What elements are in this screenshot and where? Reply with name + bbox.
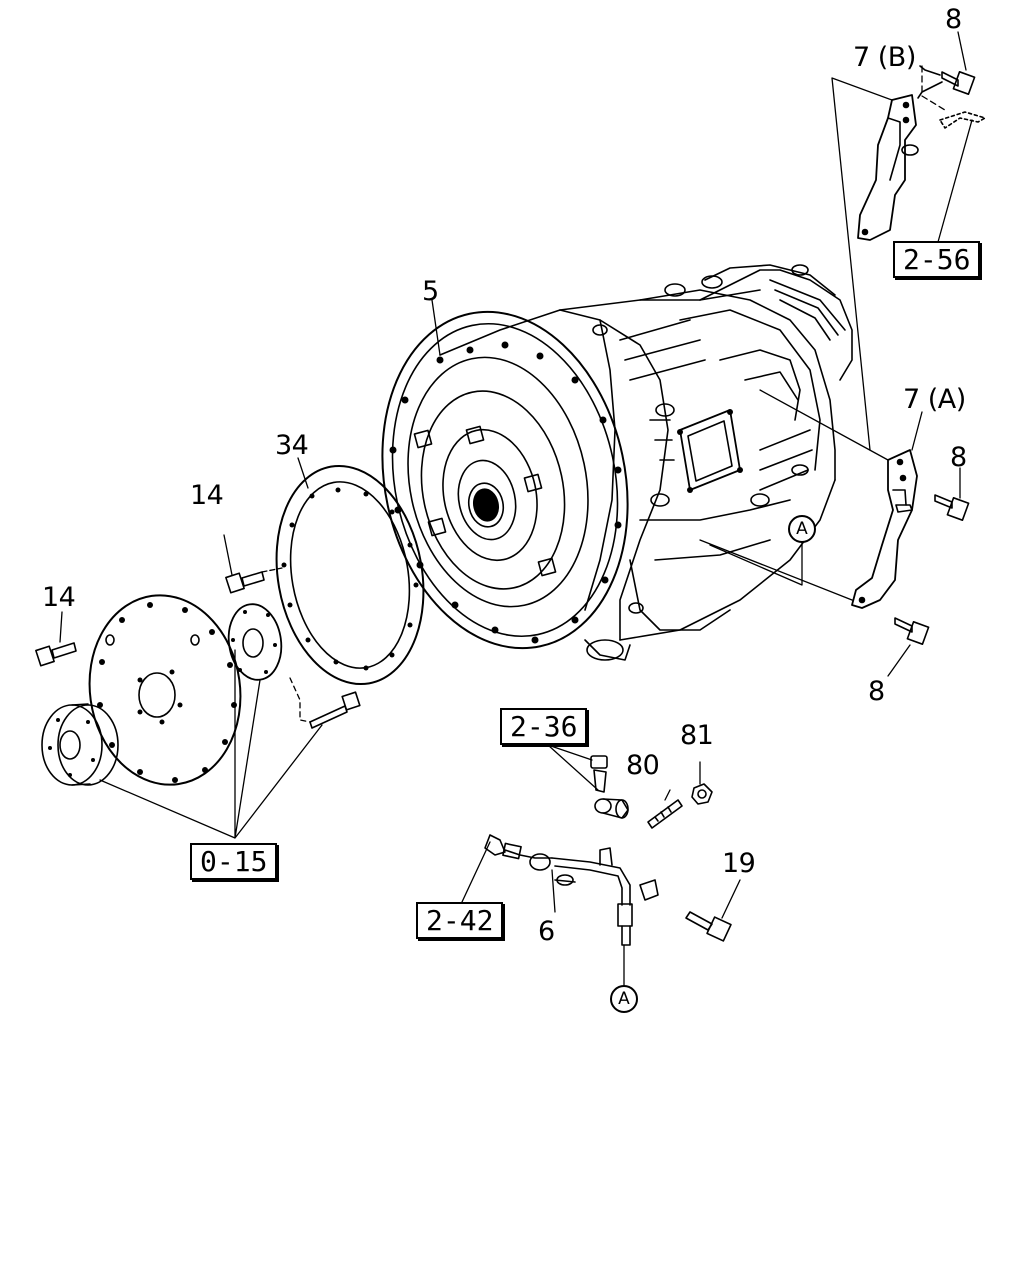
leader-lines <box>59 31 973 986</box>
flexplate <box>88 594 242 786</box>
bracket-7b <box>857 65 986 241</box>
crank-adapter <box>41 703 119 786</box>
stud-80 <box>647 799 683 829</box>
callout-19: 19 <box>722 848 756 879</box>
callout-14-lower: 14 <box>42 582 76 613</box>
flexplate-bolt <box>309 691 361 729</box>
callout-7b: 7 (B) <box>853 42 916 73</box>
spacer-ring <box>227 603 283 681</box>
bracket-7a <box>851 449 970 645</box>
adapter-plate-34 <box>275 464 425 686</box>
sensor-harness-6 <box>484 834 659 946</box>
bolt-14-upper <box>225 571 265 594</box>
marker-a-upper: A <box>788 515 816 543</box>
callout-5: 5 <box>422 276 439 307</box>
ref-box-0-15[interactable]: 0-15 <box>190 843 278 880</box>
callout-14-upper: 14 <box>190 480 224 511</box>
callout-6: 6 <box>538 916 555 947</box>
nut-81 <box>691 783 713 805</box>
callout-7a: 7 (A) <box>903 384 966 415</box>
ref-box-2-42[interactable]: 2-42 <box>416 902 504 939</box>
transmission-assembly <box>381 264 853 661</box>
marker-a-lower: A <box>610 985 638 1013</box>
callout-34: 34 <box>275 430 309 461</box>
callout-8-bottom: 8 <box>868 676 885 707</box>
bolt-19 <box>685 911 732 942</box>
callout-8-right: 8 <box>950 442 967 473</box>
sensor-collar <box>590 755 629 819</box>
ref-box-2-36[interactable]: 2-36 <box>500 708 588 745</box>
callout-81: 81 <box>680 720 714 751</box>
callout-8-top: 8 <box>945 4 962 35</box>
ref-box-2-56[interactable]: 2-56 <box>893 241 981 278</box>
bolt-14-lower <box>35 642 77 667</box>
callout-80: 80 <box>626 750 660 781</box>
